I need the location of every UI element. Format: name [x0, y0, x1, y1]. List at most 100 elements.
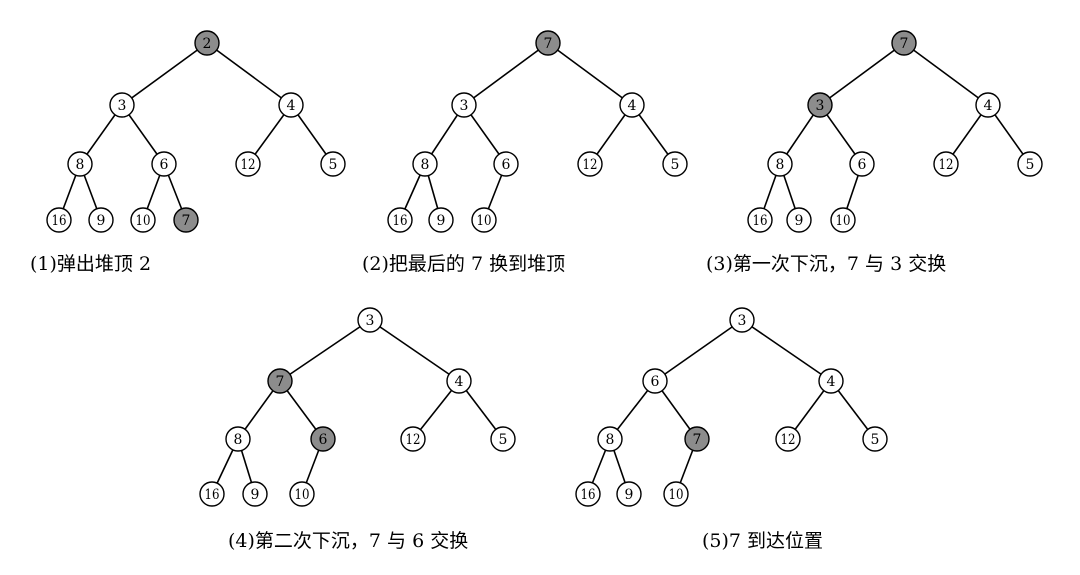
heap-node: 4 [278, 92, 304, 118]
heap-node: 16 [199, 481, 225, 507]
heap-node: 7 [267, 368, 293, 394]
heap-node-label: 10 [477, 213, 492, 229]
tree-edge [279, 319, 371, 382]
heap-node-label: 9 [795, 213, 804, 229]
heap-node-circle [130, 207, 156, 233]
heap-node-label: 10 [295, 487, 310, 503]
heap-node-label: 5 [329, 157, 338, 173]
heap-node: 9 [88, 207, 114, 233]
heap-node-circle-highlighted [173, 207, 199, 233]
heap-node-circle [767, 151, 793, 177]
heap-node-circle [619, 92, 645, 118]
heap-node-label: 16 [205, 487, 220, 503]
tree-edge [654, 319, 743, 382]
heap-node-label: 8 [776, 157, 785, 173]
heap-node-circle [729, 307, 755, 333]
heap-node-label: 7 [182, 213, 191, 229]
heap-node-label: 9 [251, 487, 260, 503]
panel-caption: (5)7 到达位置 [702, 530, 823, 552]
heap-node: 8 [767, 151, 793, 177]
heap-node-circle-highlighted [267, 368, 293, 394]
heap-node: 5 [320, 151, 346, 177]
tree-edge [547, 42, 633, 106]
heap-node-label: 7 [693, 432, 702, 448]
heap-node: 4 [619, 92, 645, 118]
tree-edge [121, 42, 208, 106]
heap-node-label: 12 [406, 432, 421, 448]
heap-node: 16 [575, 481, 601, 507]
heap-node-circle [46, 207, 72, 233]
heap-node-circle-highlighted [310, 426, 336, 452]
panel-caption: (2)把最后的 7 换到堆顶 [362, 253, 565, 275]
heap-node: 12 [933, 151, 959, 177]
heap-node: 4 [818, 368, 844, 394]
tree-edge [206, 42, 292, 106]
heap-node: 3 [729, 307, 755, 333]
heap-node-label: 5 [671, 157, 680, 173]
heap-node-circle [451, 92, 477, 118]
heap-node: 10 [130, 207, 156, 233]
heap-node: 16 [46, 207, 72, 233]
heap-node: 12 [775, 426, 801, 452]
heap-node: 5 [1017, 151, 1043, 177]
heap-node: 10 [289, 481, 315, 507]
heap-node: 16 [387, 207, 413, 233]
heap-node-circle [320, 151, 346, 177]
heap-node-label: 5 [871, 432, 880, 448]
heap-node-circle [289, 481, 315, 507]
heap-node-circle [575, 481, 601, 507]
heap-node-label: 16 [753, 213, 768, 229]
heap-node: 5 [662, 151, 688, 177]
heap-node: 10 [830, 207, 856, 233]
heap-node-circle [490, 426, 516, 452]
heap-node-circle [597, 426, 623, 452]
heap-node-circle-highlighted [535, 30, 561, 56]
heap-node-circle [975, 92, 1001, 118]
heap-node-circle [412, 151, 438, 177]
heap-node-label: 3 [460, 98, 469, 114]
heap-node: 6 [310, 426, 336, 452]
heap-node: 3 [109, 92, 135, 118]
tree-edge [463, 42, 549, 106]
heap-node: 12 [400, 426, 426, 452]
heap-node-circle [493, 151, 519, 177]
heap-node-label: 3 [816, 98, 825, 114]
heap-node-circle [428, 207, 454, 233]
heap-node: 8 [597, 426, 623, 452]
heap-node-circle [830, 207, 856, 233]
tree-edge [741, 319, 832, 382]
heap-node-label: 3 [118, 98, 127, 114]
heap-node-label: 9 [97, 213, 106, 229]
heap-node-circle [775, 426, 801, 452]
heap-node-circle-highlighted [891, 30, 917, 56]
heap-node-label: 8 [606, 432, 615, 448]
heap-node-circle [849, 151, 875, 177]
heap-node-label: 16 [393, 213, 408, 229]
heap-node: 4 [446, 368, 472, 394]
heap-node-label: 6 [502, 157, 511, 173]
heap-node-label: 4 [984, 98, 993, 114]
heap-node-label: 6 [160, 157, 169, 173]
heap-node-label: 6 [319, 432, 328, 448]
heap-node-label: 4 [287, 98, 296, 114]
heap-node: 7 [891, 30, 917, 56]
heap-node: 12 [577, 151, 603, 177]
heap-node: 9 [616, 481, 642, 507]
heap-node: 6 [151, 151, 177, 177]
heap-node: 9 [786, 207, 812, 233]
heap-node-circle [642, 368, 668, 394]
heap-node-circle [235, 151, 261, 177]
heap-node: 9 [428, 207, 454, 233]
heap-node-label: 9 [437, 213, 446, 229]
heap-node-label: 12 [241, 157, 256, 173]
heap-node: 8 [67, 151, 93, 177]
heap-node-circle-highlighted [807, 92, 833, 118]
heap-node: 16 [747, 207, 773, 233]
heap-node-label: 5 [499, 432, 508, 448]
heap-node-label: 6 [651, 374, 660, 390]
